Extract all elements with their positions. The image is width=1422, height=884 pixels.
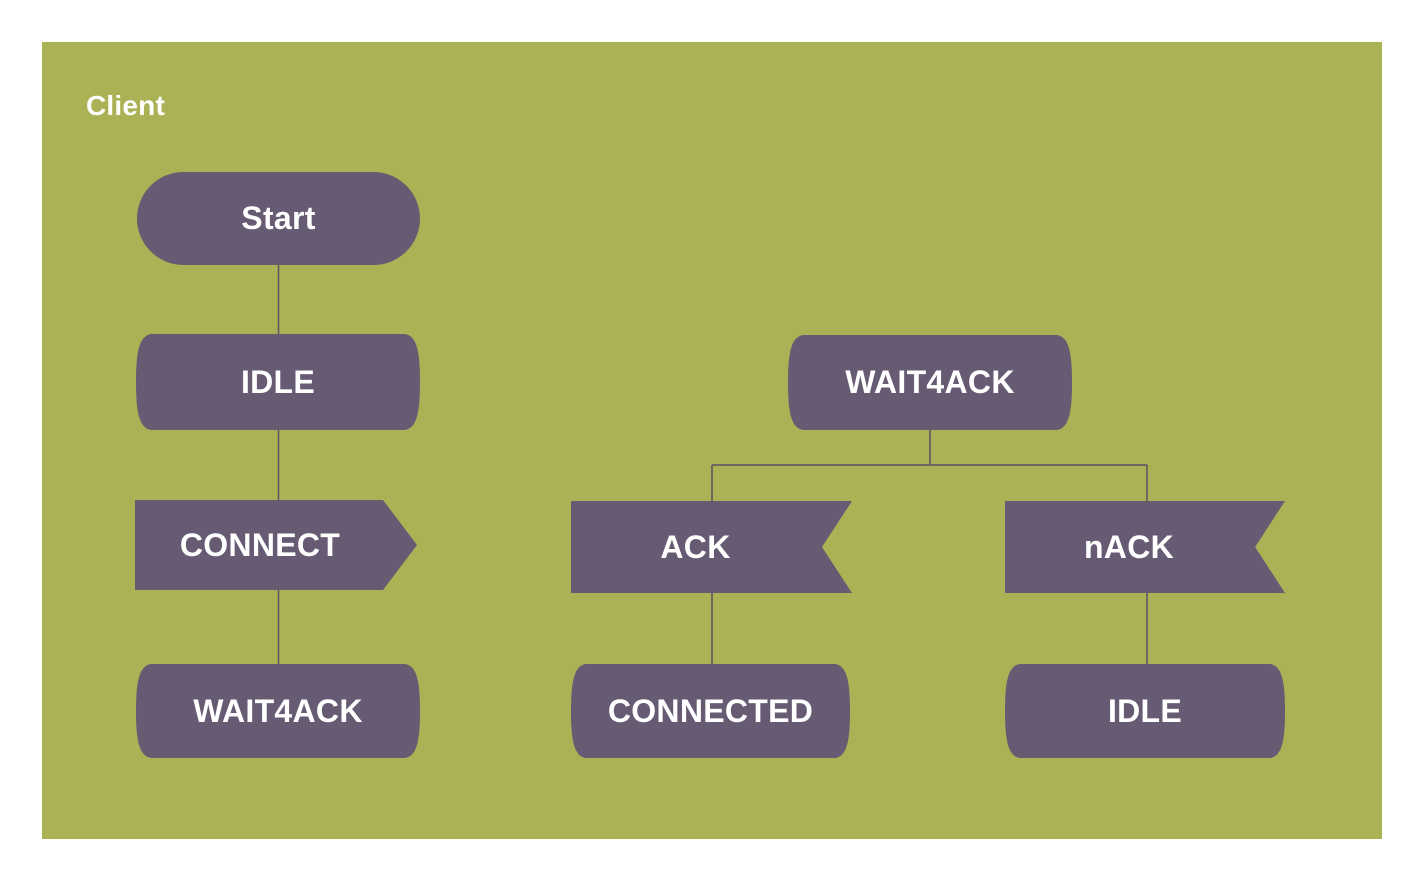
- node-nack[interactable]: nACK: [1005, 501, 1285, 593]
- terminator-shape: [137, 172, 420, 265]
- node-label: WAIT4ACK: [845, 364, 1015, 400]
- signal-in-shape: [1005, 501, 1285, 593]
- node-connected[interactable]: CONNECTED: [571, 664, 850, 758]
- node-label: IDLE: [1107, 692, 1183, 729]
- signal-out-shape: [135, 500, 417, 590]
- diagram-canvas: Client Start: [42, 42, 1382, 839]
- state-barrel-shape: [136, 334, 420, 430]
- node-label: CONNECTED: [607, 692, 814, 729]
- connector-group: [277, 265, 1148, 664]
- node-wait4ack-right[interactable]: WAIT4ACK: [788, 335, 1072, 430]
- state-barrel-shape: [1005, 664, 1285, 758]
- node-wait4ack-left[interactable]: WAIT4ACK: [136, 664, 420, 758]
- node-connect[interactable]: CONNECT: [135, 500, 417, 590]
- node-label: ACK: [660, 528, 731, 565]
- node-label: Start: [241, 200, 316, 236]
- node-idle-right[interactable]: IDLE: [1005, 664, 1285, 758]
- signal-in-shape: [571, 501, 852, 593]
- node-label: CONNECT: [179, 526, 341, 563]
- state-barrel-shape: [136, 664, 420, 758]
- node-label: WAIT4ACK: [193, 692, 363, 729]
- node-label: IDLE: [240, 363, 316, 400]
- node-label: nACK: [1083, 528, 1175, 565]
- state-barrel-shape: [788, 335, 1072, 430]
- state-barrel-shape: [571, 664, 850, 758]
- node-idle-left[interactable]: IDLE: [136, 334, 420, 430]
- node-start[interactable]: Start: [137, 172, 420, 265]
- node-ack[interactable]: ACK: [571, 501, 852, 593]
- canvas-title: Client: [86, 90, 165, 121]
